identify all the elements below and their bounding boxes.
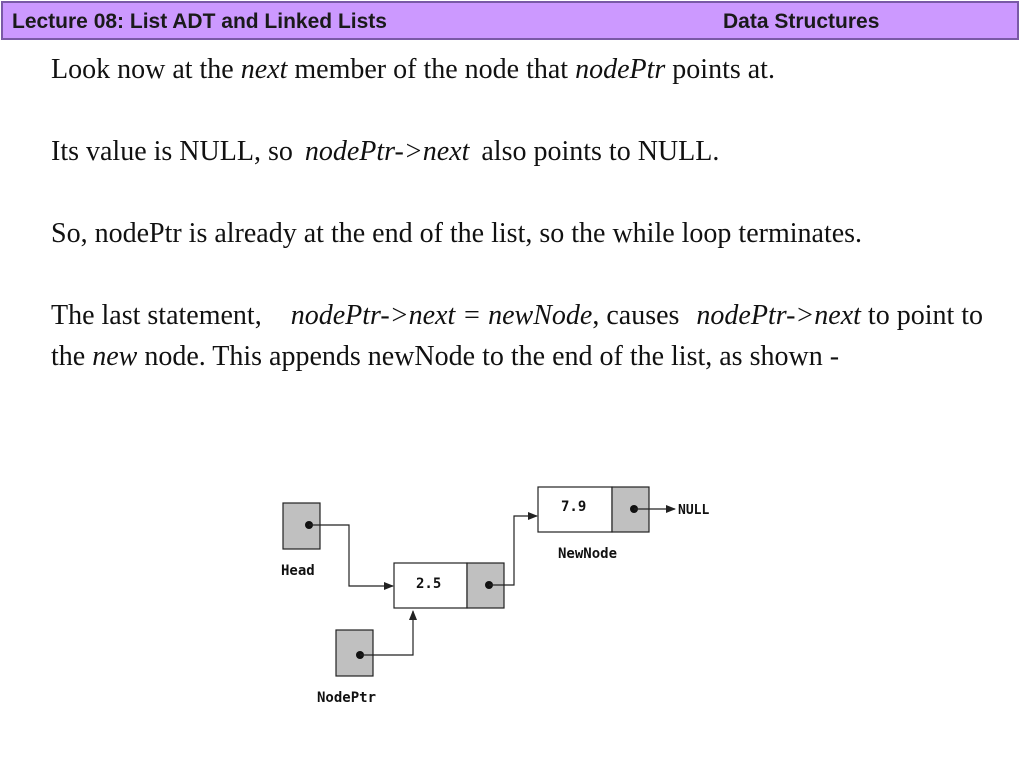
code-term-nodeptr-next: nodePtr->next	[696, 300, 861, 331]
node1-next-cell	[466, 562, 505, 609]
node1-next-dot	[485, 581, 493, 589]
text: member of the node that	[287, 54, 576, 85]
slide-header: Lecture 08: List ADT and Linked Lists Da…	[1, 1, 1019, 40]
newnode-label: NewNode	[558, 546, 617, 562]
text: The last statement,	[51, 300, 269, 331]
paragraph-next-member: Look now at the next member of the node …	[51, 49, 1001, 90]
head-label: Head	[281, 563, 315, 579]
code-term-next: next	[240, 54, 288, 85]
head-pointer-dot	[305, 521, 313, 529]
node1-value-cell	[393, 562, 468, 609]
course-title: Data Structures	[723, 10, 880, 33]
code-term-newnode: newNode	[488, 300, 593, 331]
text: So, nodePtr is already at the end of the…	[51, 218, 863, 249]
head-pointer-box	[282, 502, 321, 550]
text: Its value is NULL, so	[51, 136, 300, 167]
head-to-node1-arrow	[309, 524, 394, 590]
node1-value: 2.5	[416, 576, 441, 592]
newnode-value: 7.9	[561, 499, 586, 515]
paragraph-null-value: Its value is NULL, so nodePtr->next also…	[51, 131, 1001, 172]
text: Look now at the	[51, 54, 241, 85]
nodeptr-to-node1-arrow	[360, 610, 417, 656]
code-term-new: new	[92, 341, 138, 372]
code-term-nodeptr-next: nodePtr->next	[290, 300, 456, 331]
newnode-value-cell	[537, 486, 613, 533]
text: also points to NULL.	[474, 136, 720, 167]
slide-body: Look now at the next member of the node …	[51, 49, 1001, 377]
text: node. This appends newNode to the end of…	[137, 341, 840, 372]
text: , causes	[592, 300, 687, 331]
paragraph-loop-terminates: So, nodePtr is already at the end of the…	[51, 213, 1001, 254]
text: to point to the	[51, 300, 984, 372]
lecture-title: Lecture 08: List ADT and Linked Lists	[12, 10, 387, 33]
text: points at.	[665, 54, 775, 85]
nodeptr-pointer-box	[335, 629, 374, 677]
code-operator-assign: =	[455, 300, 489, 331]
newnode-next-cell	[611, 486, 650, 533]
code-term-nodeptr-next: nodePtr->next	[304, 136, 470, 167]
null-label: NULL	[678, 503, 709, 518]
nodeptr-pointer-dot	[356, 651, 364, 659]
newnode-next-dot	[630, 505, 638, 513]
code-term-nodeptr: nodePtr	[575, 54, 666, 85]
paragraph-last-statement: The last statement, nodePtr->next = newN…	[51, 295, 1001, 377]
node1-to-newnode-arrow	[489, 512, 538, 586]
nodeptr-label: NodePtr	[317, 690, 376, 706]
